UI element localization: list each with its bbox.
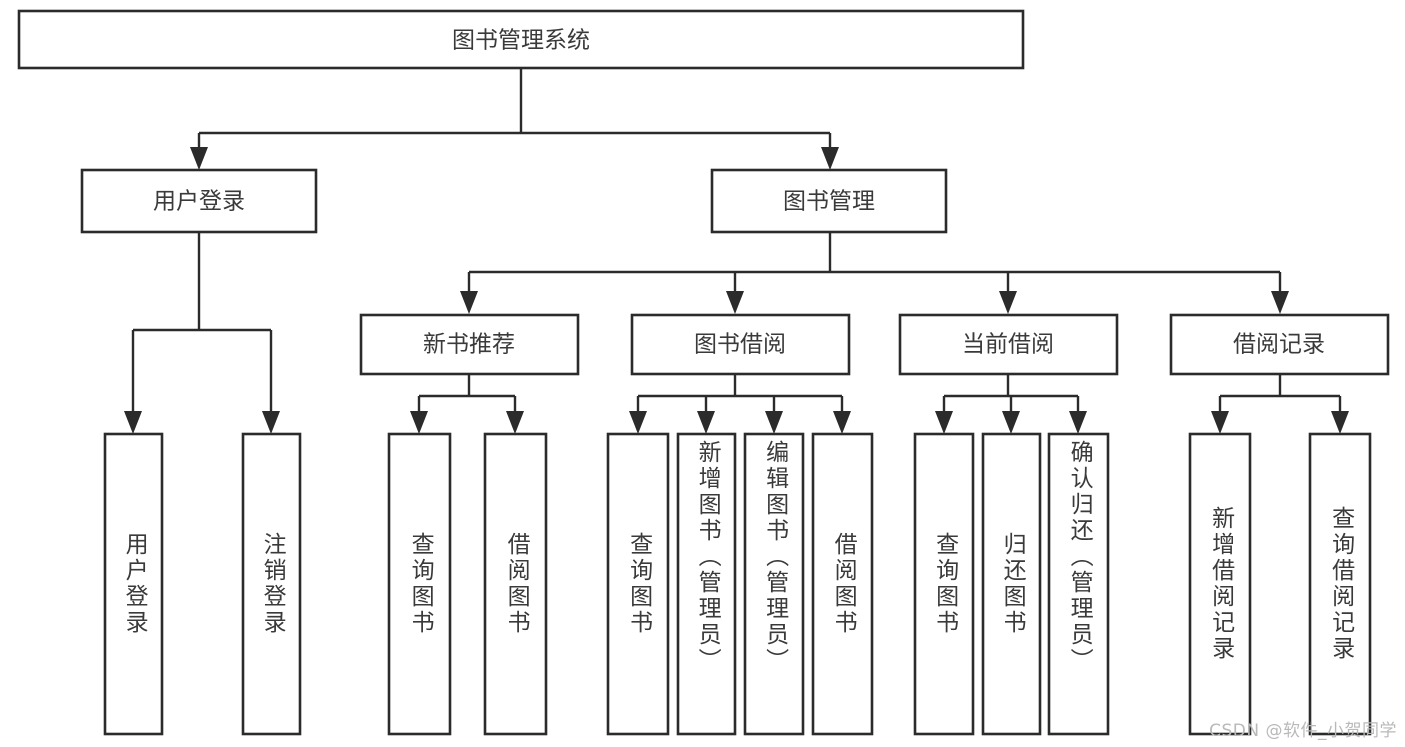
node-book-management[interactable]: 图书管理 [710, 168, 948, 234]
node-user-login[interactable]: 用户登录 [80, 168, 318, 234]
arrowhead-user-login [190, 147, 208, 170]
node-book-management-label: 图书管理 [783, 189, 875, 215]
connector-group-currentborrow-to-leaves [935, 374, 1087, 434]
arrowhead-bookborrow-leaf4 [833, 411, 851, 434]
arrowhead-book-borrow [726, 291, 744, 314]
node-borrow-record-box[interactable] [1169, 313, 1390, 376]
node-book-borrow[interactable]: 图书借阅 [630, 313, 851, 376]
leaf-box-query-book-2[interactable] [606, 432, 670, 736]
node-new-book-recommend-box[interactable] [359, 313, 580, 376]
connector-group-userlogin-to-leaves [124, 232, 280, 434]
leaf-box-query-borrow-record[interactable] [1308, 432, 1372, 736]
leaf-box-return-book[interactable] [981, 432, 1042, 736]
node-user-login-box[interactable] [80, 168, 318, 234]
arrowhead-new-book [460, 291, 478, 314]
leaf-box-confirm-return[interactable] [1047, 432, 1110, 736]
arrowhead-currentborrow-leaf2 [1002, 411, 1020, 434]
arrowhead-book-mgmt [821, 147, 839, 170]
leaf-box-logout[interactable] [241, 432, 302, 736]
node-borrow-record-label: 借阅记录 [1233, 332, 1325, 358]
node-user-login-label: 用户登录 [153, 189, 245, 215]
node-root-label: 图书管理系统 [452, 28, 590, 54]
node-current-borrow[interactable]: 当前借阅 [898, 313, 1119, 376]
arrowhead-bookborrow-leaf3 [765, 411, 783, 434]
watermark-text: CSDN @软件_小贺同学 [1209, 721, 1397, 741]
node-root[interactable]: 图书管理系统 [17, 9, 1025, 70]
connector-group-bookborrow-to-leaves [629, 374, 851, 434]
arrowhead-borrowrecord-leaf2 [1331, 411, 1349, 434]
leaf-box-add-book[interactable] [676, 432, 737, 736]
leaf-box-add-borrow-record[interactable] [1188, 432, 1252, 736]
arrowhead-leaf-user-login [124, 411, 142, 434]
node-new-book-recommend[interactable]: 新书推荐 [359, 313, 580, 376]
arrowhead-currentborrow-leaf3 [1069, 411, 1087, 434]
node-current-borrow-label: 当前借阅 [962, 332, 1054, 358]
leaf-box-edit-book[interactable] [743, 432, 805, 736]
node-borrow-record[interactable]: 借阅记录 [1169, 313, 1390, 376]
arrowhead-bookborrow-leaf1 [629, 411, 647, 434]
node-book-management-box[interactable] [710, 168, 948, 234]
arrowhead-newbook-leaf1 [410, 411, 428, 434]
arrowhead-borrowrecord-leaf1 [1211, 411, 1229, 434]
connector-group-root-to-level2 [190, 68, 839, 170]
connector-group-newbook-to-leaves [410, 374, 524, 434]
leaf-box-query-book-3[interactable] [913, 432, 975, 736]
arrowhead-currentborrow-leaf1 [935, 411, 953, 434]
leaf-box-query-book-1[interactable] [387, 432, 452, 736]
leaf-box-borrow-book-1[interactable] [483, 432, 548, 736]
node-book-borrow-box[interactable] [630, 313, 851, 376]
node-book-borrow-label: 图书借阅 [694, 332, 786, 358]
leaf-box-borrow-book-2[interactable] [811, 432, 874, 736]
node-root-box[interactable] [17, 9, 1025, 70]
leaf-box-user-login[interactable] [103, 432, 164, 736]
connector-group-bookmgmt-to-level3 [460, 232, 1289, 314]
connector-group-borrowrecord-to-leaves [1211, 374, 1349, 434]
node-current-borrow-box[interactable] [898, 313, 1119, 376]
arrowhead-current-borrow [999, 291, 1017, 314]
arrowhead-bookborrow-leaf2 [697, 411, 715, 434]
arrowhead-leaf-logout [262, 411, 280, 434]
arrowhead-newbook-leaf2 [506, 411, 524, 434]
node-new-book-recommend-label: 新书推荐 [423, 332, 515, 358]
arrowhead-borrow-record [1271, 291, 1289, 314]
